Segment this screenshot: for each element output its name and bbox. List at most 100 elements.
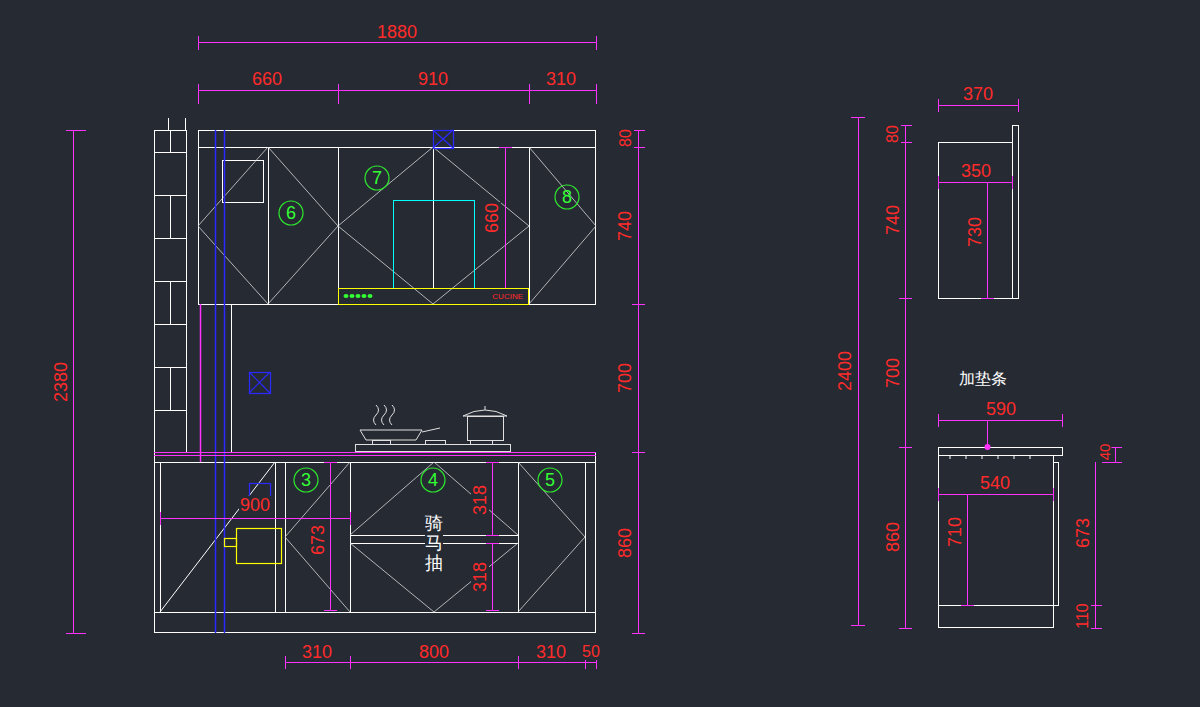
dimension-line <box>938 99 939 112</box>
countertop <box>154 455 596 456</box>
dimension-line <box>486 535 499 536</box>
brick-wall <box>185 118 186 130</box>
dimension-line <box>987 420 988 447</box>
brick-wall <box>155 131 187 453</box>
dimension-line <box>967 494 968 605</box>
dimension-text: 590 <box>985 400 1017 418</box>
dimension-line <box>1012 176 1013 189</box>
stove-icon <box>382 405 387 425</box>
dimension-line <box>938 176 939 189</box>
socket-symbol <box>250 373 271 394</box>
dimension-line <box>160 518 350 519</box>
dimension-line <box>851 117 865 118</box>
dimension-line <box>938 488 939 501</box>
dimension-point <box>985 444 991 450</box>
stove-icon <box>471 441 493 445</box>
range-hood <box>368 294 373 298</box>
dimension-line <box>961 605 974 606</box>
countertop <box>154 453 596 456</box>
door-swing-line <box>285 462 350 612</box>
stove-icon <box>463 410 507 416</box>
dimension-line <box>198 36 199 50</box>
cabinet-outline <box>155 453 596 633</box>
side-section <box>939 456 1054 628</box>
dimension-text: 1880 <box>376 23 418 41</box>
dimension-line <box>66 36 1122 669</box>
range-hood-panel: CUCINE <box>338 288 529 305</box>
stove-icon <box>390 405 395 425</box>
dimension-line <box>492 543 493 610</box>
dimension-line <box>66 633 86 634</box>
dimension-text: 310 <box>545 70 577 88</box>
stove-icon <box>356 405 511 452</box>
dimension-line <box>285 656 286 669</box>
range-hood <box>344 294 349 298</box>
dimension-line <box>632 304 645 305</box>
callout-circle-outline <box>279 201 303 225</box>
door-swing-line <box>198 147 268 304</box>
callout-number: 7 <box>372 169 382 187</box>
stove-icon <box>422 428 440 432</box>
cabinet-outline <box>433 147 434 288</box>
pipe-line <box>201 130 225 633</box>
dimension-text: 318 <box>471 561 489 593</box>
dimension-text: 700 <box>884 357 902 389</box>
stove-icon <box>374 405 379 425</box>
callout-circle-outline <box>294 468 318 492</box>
dimension-line <box>285 662 596 663</box>
range-hood <box>350 294 355 298</box>
dimension-line <box>160 512 161 525</box>
brick-wall <box>154 324 186 325</box>
brick-wall <box>154 410 186 411</box>
door-swing-line <box>198 147 596 612</box>
dimension-text: 710 <box>946 516 964 548</box>
brick-wall <box>154 118 187 453</box>
appliance-symbol <box>225 529 282 564</box>
pipe-line <box>224 130 226 633</box>
callout-number: 6 <box>286 204 296 222</box>
dimension-line <box>1095 462 1096 628</box>
dimension-text: 673 <box>1074 517 1092 549</box>
dimension-point <box>985 444 991 450</box>
dimension-text: 350 <box>960 162 992 180</box>
dimension-text: 740 <box>884 204 902 236</box>
cabinet-outline <box>154 130 596 633</box>
door-swing-line <box>518 462 585 612</box>
cabinet-outline <box>351 463 519 613</box>
callout-number: 4 <box>428 471 438 489</box>
dimension-line <box>73 130 74 633</box>
dimension-line <box>938 420 1062 421</box>
dimension-line <box>938 182 1012 183</box>
dimension-text: 40 <box>1097 443 1112 462</box>
cabinet-outline <box>231 304 232 452</box>
dimension-line <box>486 610 499 611</box>
dimension-line <box>1053 488 1054 501</box>
dimension-text: 660 <box>251 70 283 88</box>
dimension-text: 700 <box>616 362 634 394</box>
callout-circle: 3 <box>293 467 319 493</box>
cabinet-outline <box>286 463 351 613</box>
range-hood <box>344 201 475 299</box>
dimension-text: 2400 <box>836 350 854 392</box>
side-section <box>939 143 1013 299</box>
dimension-line <box>899 628 912 629</box>
dimension-text: 80 <box>618 128 634 148</box>
cabinet-outline <box>199 131 596 305</box>
brick-wall <box>170 281 171 324</box>
brick-wall <box>170 130 171 152</box>
dimension-line <box>596 84 597 104</box>
brick-wall <box>170 367 171 410</box>
socket-symbol <box>249 130 454 499</box>
dimension-line <box>324 462 337 463</box>
dimension-line <box>1018 99 1019 112</box>
appliance-symbol <box>225 539 237 547</box>
cabinet-outline <box>198 147 596 148</box>
socket-symbol <box>434 131 454 149</box>
dimension-line <box>938 494 1053 495</box>
dimension-line <box>632 633 645 634</box>
dimension-line <box>981 298 994 299</box>
dimension-line <box>350 656 351 669</box>
range-hood <box>394 201 475 289</box>
countertop <box>154 452 596 453</box>
